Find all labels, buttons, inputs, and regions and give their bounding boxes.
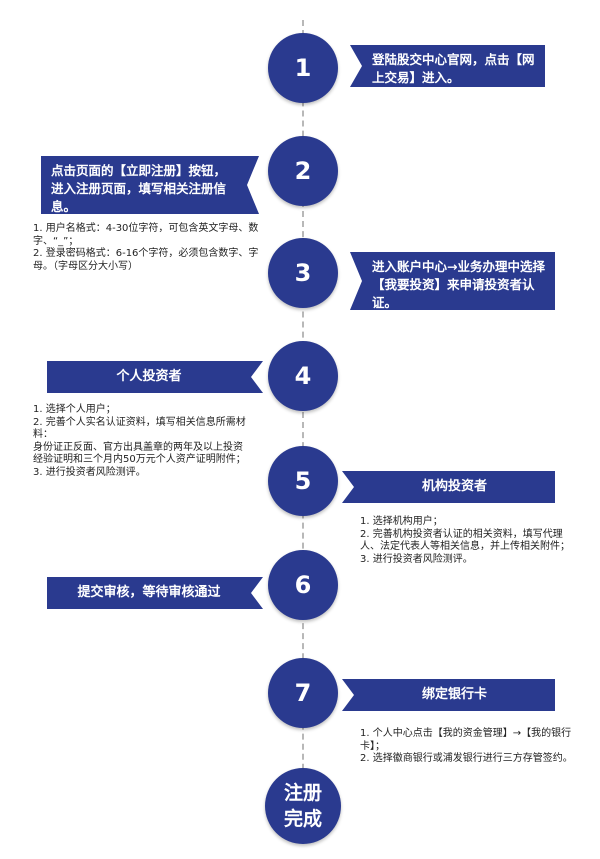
registration-rules-note: 1. 用户名格式：4-30位字符，可包含英文字母、数字、“_”； 2. 登录密码…	[33, 223, 265, 273]
note-line: 2. 完善个人实名认证资料，填写相关信息所需材料：	[33, 416, 246, 441]
note-line: 身份证正反面、官方出具盖章的两年及以上投资经验证明和三个月内50万元个人资产证明…	[33, 441, 246, 466]
step-4-banner: 个人投资者	[47, 361, 263, 393]
note-line: 1. 选择个人用户；	[33, 404, 116, 415]
step-6-circle: 6	[268, 550, 338, 620]
step-1-banner: 登陆股交中心官网，点击【网上交易】进入。	[350, 45, 545, 87]
note-line: 2. 登录密码格式：6-16个字符，必须包含数字、字母。（字母区分大小写）	[33, 248, 259, 272]
registration-complete-circle: 注册 完成	[265, 768, 341, 844]
note-line: 1. 选择机构用户；	[360, 516, 443, 527]
note-line: 1. 个人中心点击【我的资金管理】→【我的银行卡】；	[360, 728, 572, 752]
step-7-banner: 绑定银行卡	[342, 679, 555, 711]
step-4-circle: 4	[268, 341, 338, 411]
step-1-number: 1	[294, 54, 312, 82]
step-2-banner: 点击页面的【立即注册】按钮，进入注册页面，填写相关注册信息。	[41, 156, 259, 214]
step-4-number: 4	[294, 362, 312, 390]
timeline-axis	[302, 20, 304, 810]
step-6-number: 6	[294, 571, 312, 599]
step-6-banner: 提交审核，等待审核通过	[47, 577, 263, 609]
note-line: 2. 完善机构投资者认证的相关资料，填写代理人、法定代表人等相关信息，并上传相关…	[360, 528, 570, 553]
step-5-banner: 机构投资者	[342, 471, 555, 503]
step-3-text: 进入账户中心→业务办理中选择【我要投资】来申请投资者认证。	[372, 259, 545, 310]
step-5-text: 机构投资者	[421, 479, 487, 494]
step-7-text: 绑定银行卡	[421, 687, 487, 702]
step-7-circle: 7	[268, 658, 338, 728]
step-6-text: 提交审核，等待审核通过	[77, 585, 221, 600]
final-line-1: 注册	[283, 782, 322, 804]
note-line: 2. 选择徽商银行或浦发银行进行三方存管签约。	[360, 753, 573, 764]
note-line: 3. 进行投资者风险测评。	[360, 553, 473, 565]
step-3-circle: 3	[268, 238, 338, 308]
note-line: 3. 进行投资者风险测评。	[33, 466, 146, 478]
final-line-2: 完成	[283, 808, 322, 830]
step-3-banner: 进入账户中心→业务办理中选择【我要投资】来申请投资者认证。	[350, 252, 555, 310]
institution-investor-note: 1. 选择机构用户； 2. 完善机构投资者认证的相关资料，填写代理人、法定代表人…	[360, 516, 580, 566]
step-2-text: 点击页面的【立即注册】按钮，进入注册页面，填写相关注册信息。	[51, 163, 227, 214]
step-5-circle: 5	[268, 446, 338, 516]
note-line: 1. 用户名格式：4-30位字符，可包含英文字母、数字、“_”；	[33, 223, 259, 247]
step-5-number: 5	[294, 467, 312, 495]
step-1-text: 登陆股交中心官网，点击【网上交易】进入。	[372, 52, 535, 85]
step-2-number: 2	[294, 157, 312, 185]
step-1-circle: 1	[268, 33, 338, 103]
step-3-number: 3	[294, 259, 312, 287]
individual-investor-note: 1. 选择个人用户； 2. 完善个人实名认证资料，填写相关信息所需材料： 身份证…	[33, 404, 251, 479]
step-4-text: 个人投资者	[116, 369, 182, 384]
step-7-number: 7	[294, 679, 312, 707]
step-2-circle: 2	[268, 136, 338, 206]
bank-card-note: 1. 个人中心点击【我的资金管理】→【我的银行卡】； 2. 选择徽商银行或浦发银…	[360, 728, 582, 766]
